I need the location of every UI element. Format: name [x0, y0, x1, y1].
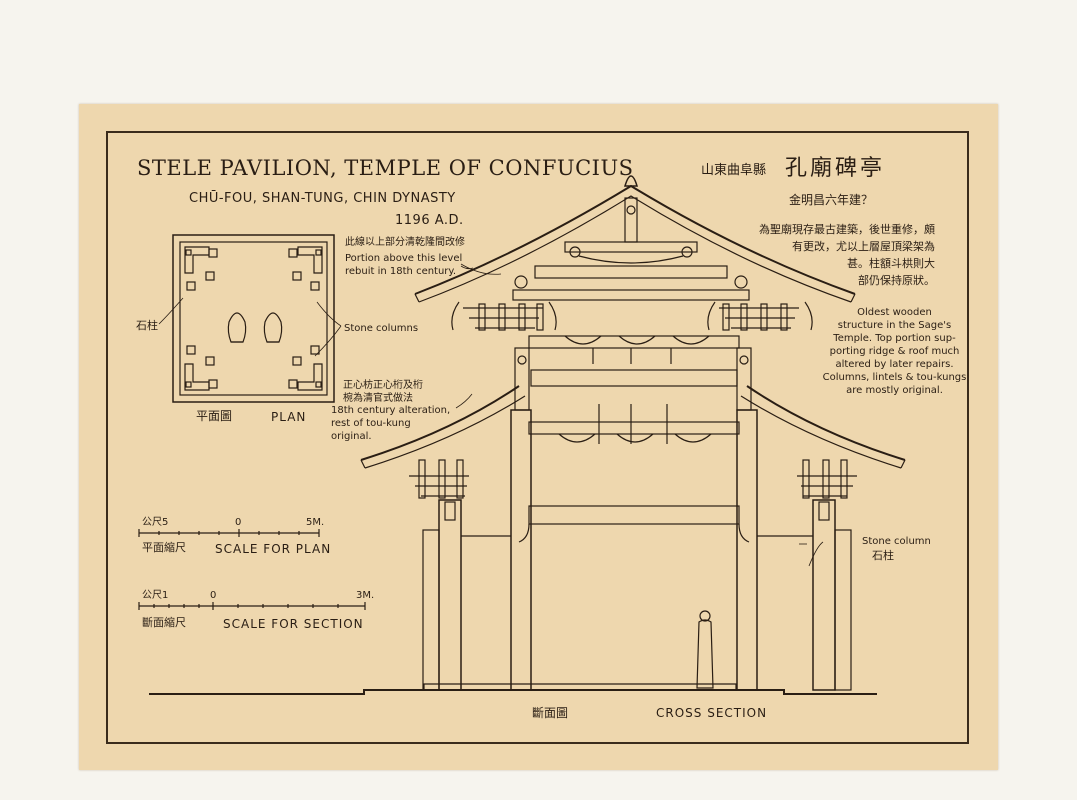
scale-plan-left: 公尺5	[142, 517, 169, 528]
stone-column-label: Stone column	[862, 536, 931, 547]
drawing-subtitle: CHŪ-FOU, SHAN-TUNG, CHIN DYNASTY	[189, 191, 456, 206]
scale-plan-zero: 0	[235, 517, 242, 528]
scale-plan-cn: 平面縮尺	[142, 541, 186, 554]
scale-section-right: 3M.	[356, 590, 375, 601]
scale-plan-label: SCALE FOR PLAN	[215, 542, 332, 556]
section-label-cn: 斷面圖	[532, 706, 569, 720]
floor-plan	[158, 234, 342, 403]
drawing-date: 1196 A.D.	[395, 213, 464, 228]
scale-section-cn: 斷面縮尺	[142, 616, 186, 629]
scale-section-left: 公尺1	[142, 590, 169, 601]
upper-brackets-right	[707, 301, 813, 331]
upper-brackets-left	[451, 301, 557, 331]
section-label: CROSS SECTION	[656, 706, 768, 720]
stone-column-label-cn: 石柱	[872, 549, 894, 562]
chinese-location: 山東曲阜縣	[701, 163, 767, 178]
oldest-structure-note: Oldest wooden structure in the Sage's Te…	[822, 307, 967, 396]
scale-section-label: SCALE FOR SECTION	[223, 617, 364, 631]
plan-column-sw	[184, 356, 215, 391]
lower-brackets-left	[409, 459, 469, 499]
alteration-note-chinese: 正心枋正心桁及桁 椀為清官式做法	[343, 380, 423, 404]
plan-label: PLAN	[271, 410, 307, 424]
architectural-drawing	[138, 175, 906, 695]
portion-note-chinese: 此線以上部分清乾隆間改修	[345, 237, 465, 248]
chinese-title: 孔廟碑亭	[785, 156, 886, 181]
plan-column-ne	[292, 246, 323, 281]
cross-section	[149, 175, 906, 695]
plan-label-cn: 平面圖	[196, 409, 233, 423]
drawing-title: STELE PAVILION, TEMPLE OF CONFUCIUS	[137, 156, 634, 180]
lower-brackets-right	[797, 459, 857, 499]
scale-bar-section	[138, 602, 366, 610]
human-figure	[696, 610, 714, 689]
chinese-date: 金明昌六年建？	[789, 193, 874, 207]
stone-columns-label: Stone columns	[344, 323, 419, 334]
scale-section-zero: 0	[210, 590, 217, 601]
plan-column-nw	[184, 246, 215, 281]
plan-column-se	[292, 356, 323, 391]
chinese-history-note: 為聖廟現存最古建築，後世重修，頗 有更改，尤以上層屋頂梁架為 甚。柱額斗栱則大 …	[759, 223, 935, 287]
drawing-sheet: STELE PAVILION, TEMPLE OF CONFUCIUS CHŪ-…	[79, 104, 998, 770]
stone-pillar-label-cn: 石柱	[136, 319, 158, 332]
scale-bar-plan	[138, 529, 320, 537]
portion-note: Portion above this level rebuit in 18th …	[345, 253, 463, 277]
drawing-border	[106, 131, 969, 744]
alteration-note: 18th century alteration, rest of tou-kun…	[331, 405, 451, 442]
scale-plan-right: 5M.	[306, 517, 325, 528]
